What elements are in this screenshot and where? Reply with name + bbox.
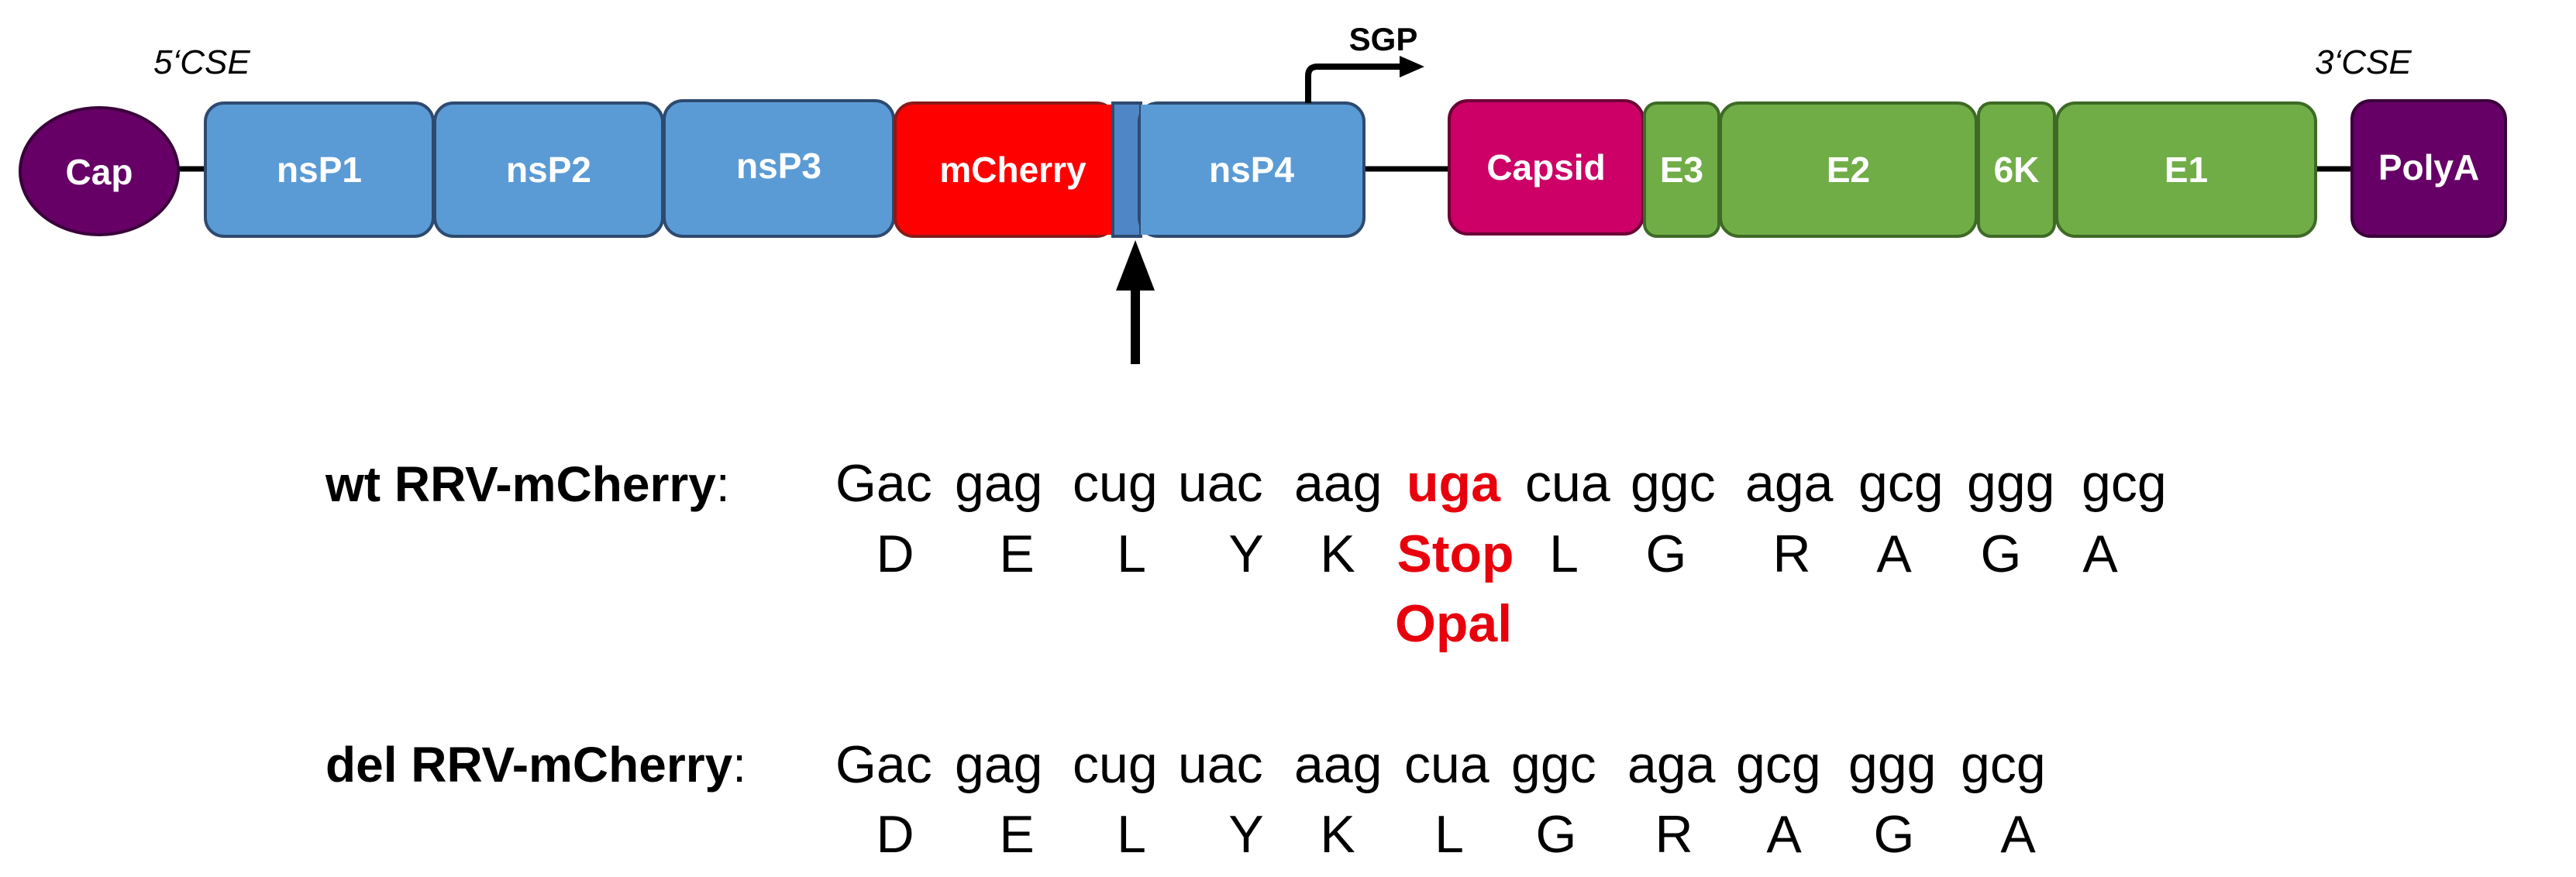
del-codon: aga bbox=[1627, 735, 1716, 794]
mcherry-box-squared-edge bbox=[1085, 105, 1116, 235]
wt-amino-acid: G bbox=[1980, 524, 2022, 583]
del-codon: gag bbox=[955, 735, 1043, 794]
sgp-label: SGP bbox=[1349, 21, 1418, 57]
del-sequence-name: del RRV-mCherry: bbox=[325, 736, 746, 793]
6k-label: 6K bbox=[1994, 150, 2040, 190]
del-codon: gcg bbox=[1736, 735, 1821, 794]
wt-codon: aga bbox=[1745, 454, 1834, 513]
polya-label: PolyA bbox=[2378, 147, 2479, 187]
nsp2-label: nsP2 bbox=[506, 150, 591, 190]
wt-codon: cug bbox=[1073, 454, 1158, 513]
wt-codon: uga bbox=[1407, 454, 1500, 513]
6k-box bbox=[1977, 101, 2056, 238]
polya-box bbox=[2350, 99, 2507, 238]
del-amino-acid: L bbox=[1434, 805, 1464, 864]
cap-ellipse bbox=[19, 106, 180, 236]
wt-amino-acid: L bbox=[1549, 524, 1579, 583]
cse5-label: 5‘CSE bbox=[153, 43, 250, 81]
del-codon: cug bbox=[1073, 735, 1158, 794]
wt-amino-acid: Stop bbox=[1396, 524, 1514, 583]
cse3-label: 3‘CSE bbox=[2315, 43, 2412, 81]
del-amino-acid: G bbox=[1873, 805, 1915, 864]
wt-codon: cua bbox=[1525, 454, 1610, 513]
del-amino-acid: G bbox=[1535, 805, 1577, 864]
e3-label: E3 bbox=[1660, 150, 1703, 190]
wt-amino-acid: K bbox=[1320, 524, 1355, 583]
wt-amino-acid: D bbox=[876, 524, 914, 583]
wt-amino-acid: L bbox=[1117, 524, 1146, 583]
nsp4-label: nsP4 bbox=[1209, 150, 1294, 190]
del-codon: uac bbox=[1178, 735, 1263, 794]
e1-label: E1 bbox=[2164, 150, 2208, 190]
junction-strip bbox=[1111, 101, 1142, 238]
del-name-text: del RRV-mCherry bbox=[325, 737, 733, 793]
opal-note: Opal bbox=[1395, 594, 1513, 653]
sgp-arrow bbox=[1305, 64, 1401, 103]
e2-box bbox=[1719, 101, 1978, 238]
wt-codon: uac bbox=[1178, 454, 1263, 513]
junction-arrow-head bbox=[1116, 240, 1155, 291]
del-amino-acid: A bbox=[2000, 805, 2036, 864]
del-amino-acid: E bbox=[999, 805, 1035, 864]
nsp3-label: nsP3 bbox=[736, 146, 821, 186]
del-codon: ggg bbox=[1848, 735, 1937, 794]
wt-codon: ggg bbox=[1967, 454, 2055, 513]
del-codon: gcg bbox=[1961, 735, 2046, 794]
wt-codon: aag bbox=[1294, 454, 1383, 513]
del-amino-acid: Y bbox=[1228, 805, 1264, 864]
del-codon: aag bbox=[1294, 735, 1383, 794]
nsp4-box bbox=[1138, 101, 1365, 238]
wt-amino-acid: A bbox=[1876, 524, 1912, 583]
wt-amino-acid: R bbox=[1772, 524, 1811, 583]
wt-sequence-name: wt RRV-mCherry: bbox=[325, 456, 730, 513]
del-amino-acid: K bbox=[1320, 805, 1355, 864]
e1-box bbox=[2055, 101, 2317, 238]
cap-label: Cap bbox=[66, 152, 133, 192]
del-amino-acid: A bbox=[1766, 805, 1802, 864]
nsp1-label: nsP1 bbox=[277, 150, 362, 190]
del-codon: cua bbox=[1404, 735, 1489, 794]
del-colon: : bbox=[732, 737, 746, 793]
wt-codon: gcg bbox=[1858, 454, 1944, 513]
del-codon: Gac bbox=[835, 735, 932, 794]
wt-codon: gag bbox=[955, 454, 1043, 513]
capsid-label: Capsid bbox=[1486, 147, 1605, 187]
wt-codon: Gac bbox=[835, 454, 932, 513]
wt-codon: gcg bbox=[2082, 454, 2167, 513]
del-amino-acid: R bbox=[1655, 805, 1693, 864]
del-amino-acid: D bbox=[876, 805, 914, 864]
wt-codon: ggc bbox=[1631, 454, 1716, 513]
e2-label: E2 bbox=[1827, 150, 1870, 190]
wt-amino-acid: Y bbox=[1228, 524, 1264, 583]
wt-name-text: wt RRV-mCherry bbox=[325, 456, 716, 512]
mcherry-label: mCherry bbox=[939, 150, 1087, 190]
sgp-arrow-head bbox=[1400, 56, 1424, 77]
wt-amino-acid: E bbox=[999, 524, 1035, 583]
del-amino-acid: L bbox=[1117, 805, 1146, 864]
wt-colon: : bbox=[715, 456, 730, 512]
wt-amino-acid: G bbox=[1645, 524, 1687, 583]
nsp4-box-squared-edge bbox=[1141, 105, 1164, 235]
del-codon: ggc bbox=[1511, 735, 1596, 794]
wt-amino-acid: A bbox=[2082, 524, 2118, 583]
